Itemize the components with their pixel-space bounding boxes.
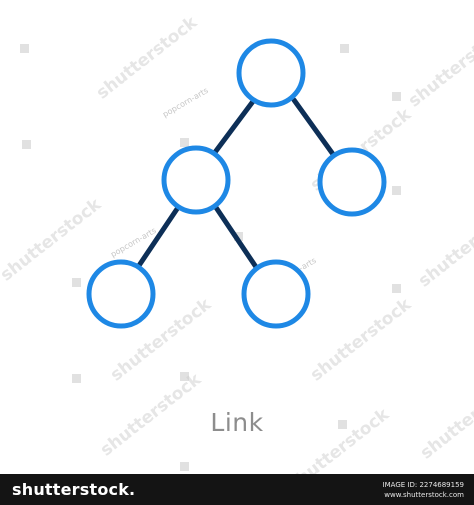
footer-meta: IMAGE ID: 2274689159 www.shutterstock.co…	[383, 480, 464, 500]
footer-image-id: IMAGE ID: 2274689159	[382, 481, 464, 489]
stock-footer-bar: shutterstock. IMAGE ID: 2274689159 www.s…	[0, 474, 474, 505]
network-tree-icon	[86, 38, 387, 329]
tree-nodes	[86, 38, 387, 329]
link-line	[291, 97, 338, 160]
node-circle-middle	[161, 145, 231, 215]
footer-site-url[interactable]: www.shutterstock.com	[384, 491, 464, 499]
node-circle-bottom-left	[86, 259, 156, 329]
node-circle-right	[317, 147, 387, 217]
link-line	[212, 203, 259, 270]
node-circle-root	[236, 38, 306, 108]
icon-caption: Link	[210, 408, 264, 437]
node-circle-bottom-right	[241, 259, 311, 329]
footer-brand-logo[interactable]: shutterstock.	[12, 480, 135, 499]
footer-brand-text: shutterstock	[12, 480, 130, 499]
link-line	[135, 203, 182, 270]
footer-brand-mark: .	[129, 480, 136, 499]
